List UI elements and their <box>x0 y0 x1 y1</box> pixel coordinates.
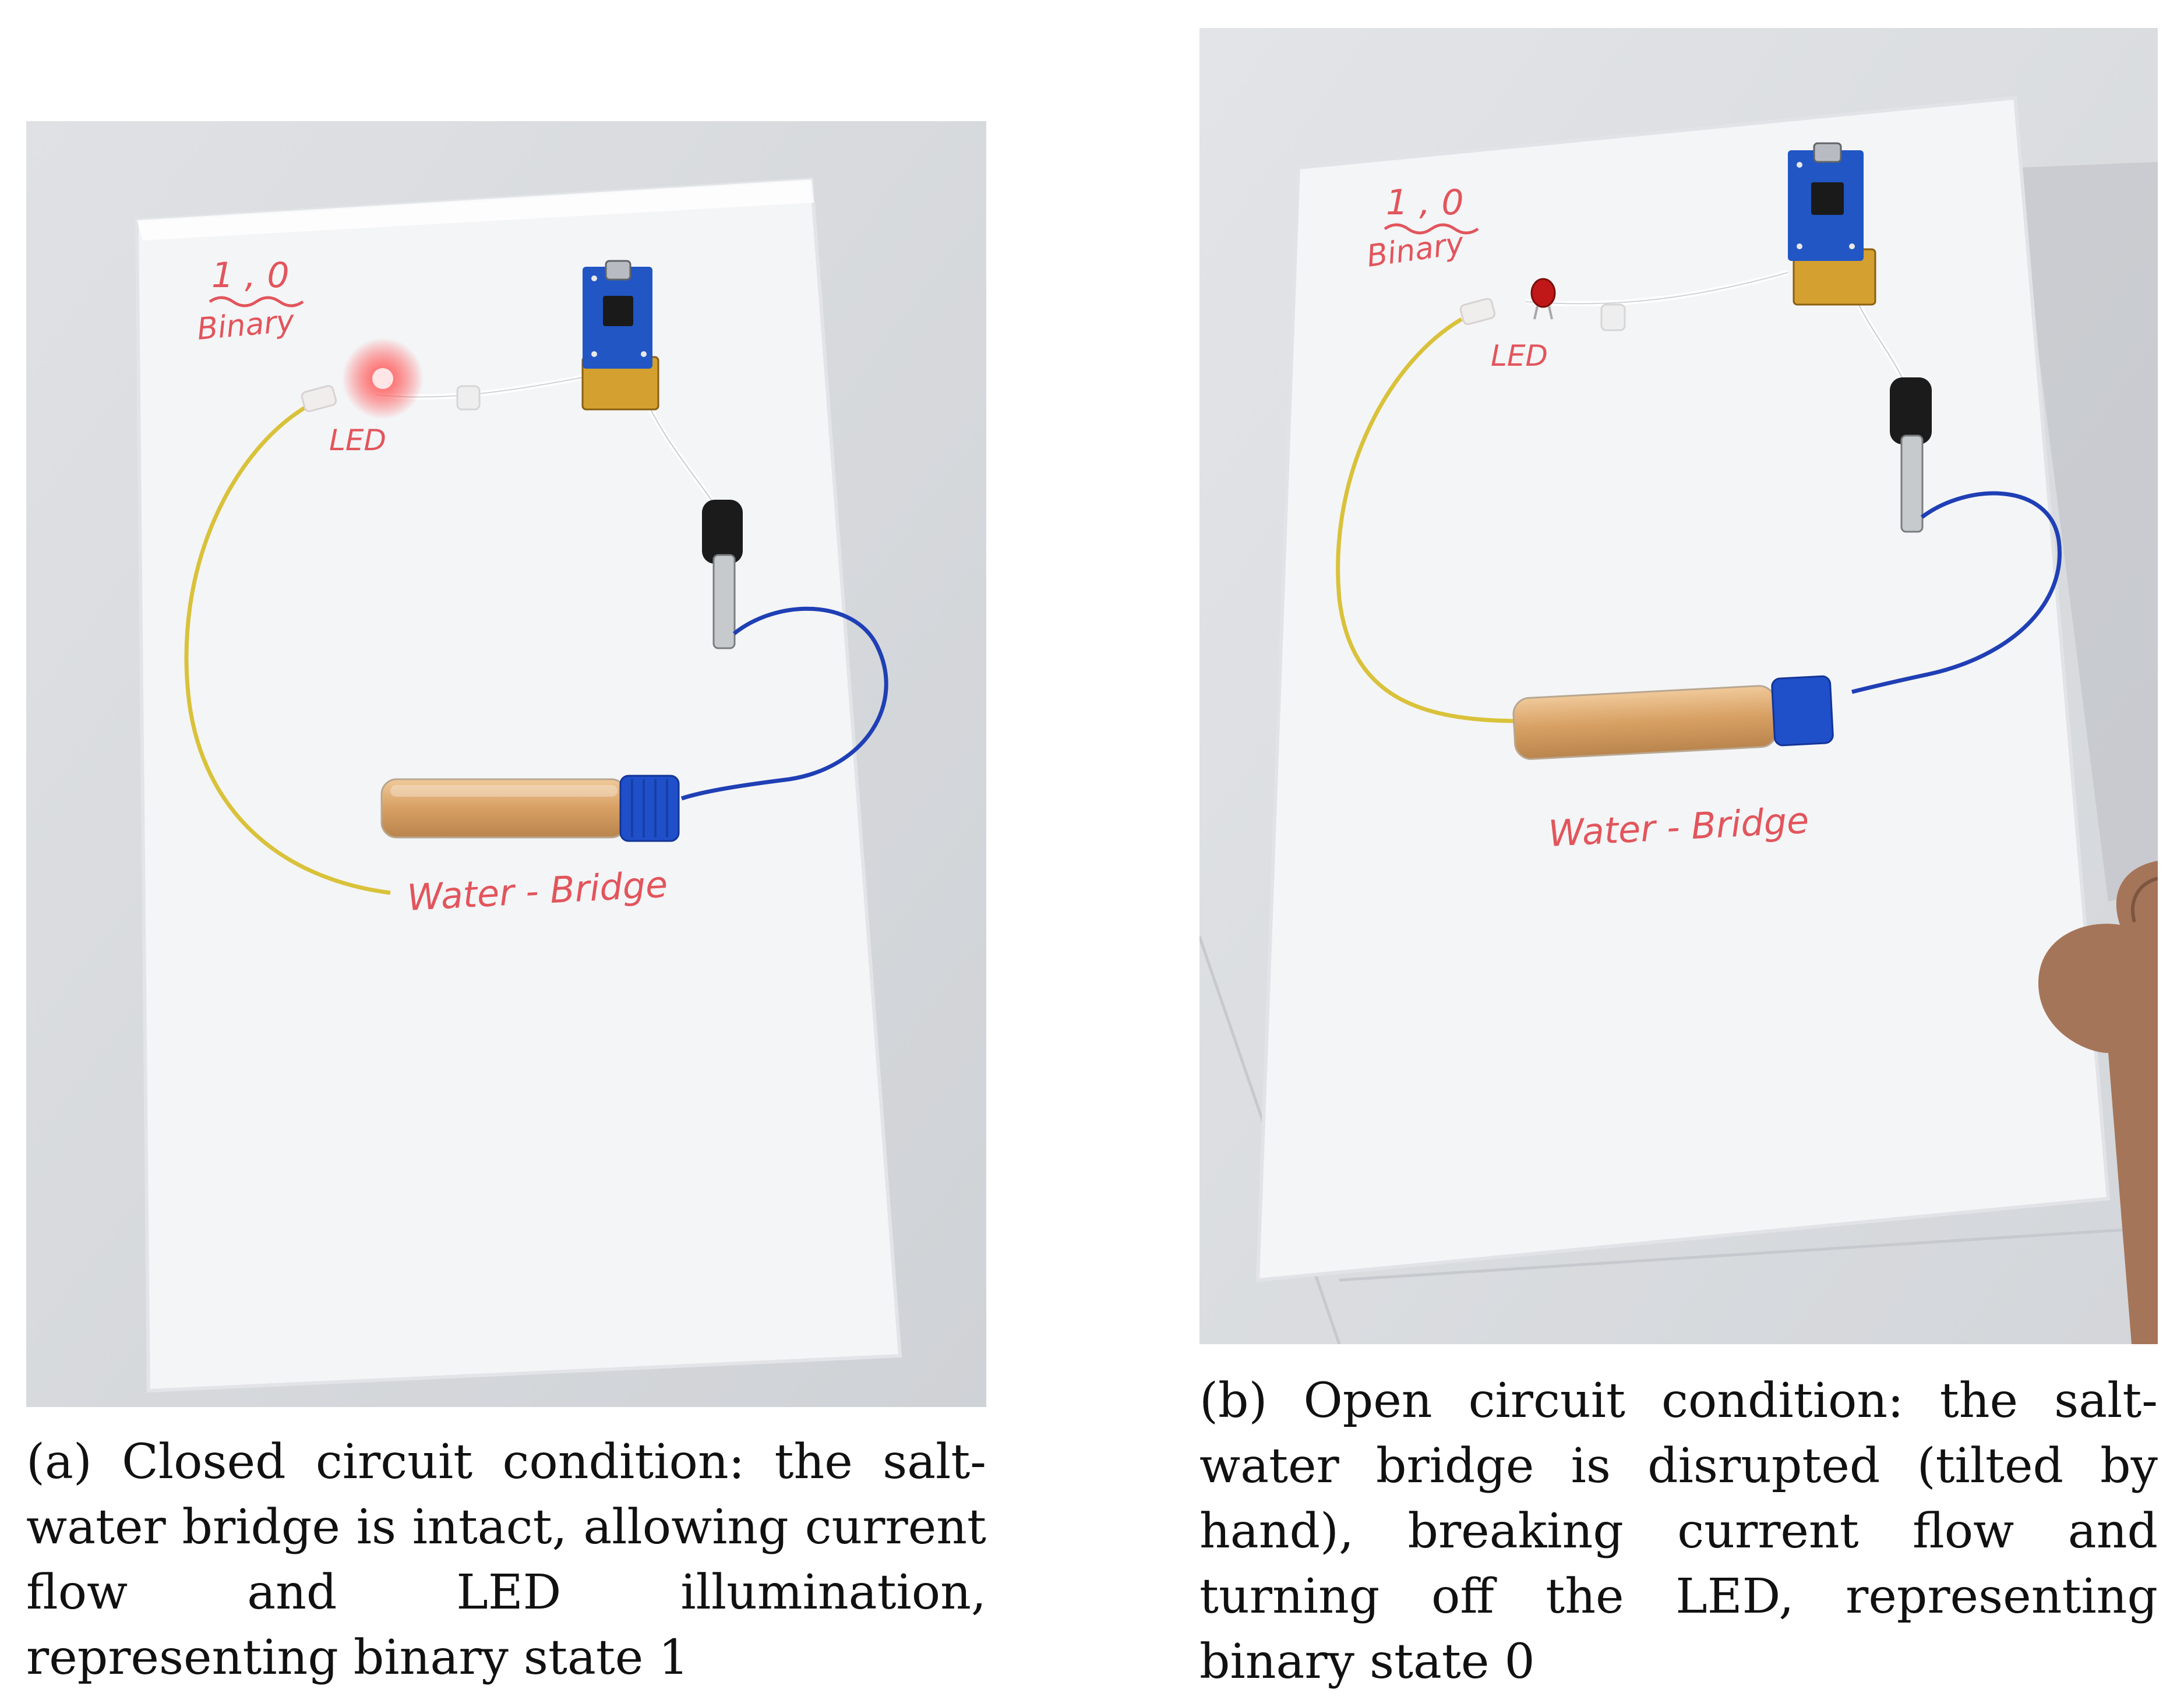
binary-digits-label: 1 , 0 <box>1386 182 1464 223</box>
salt-water-tube <box>1512 685 1778 760</box>
photo-open-circuit: 1 , 0 Binary LED Water - Bridge <box>1199 28 2158 1344</box>
yellow-wire <box>184 403 391 895</box>
tube-cap <box>619 775 680 842</box>
blue-wire <box>1851 491 2062 694</box>
led-light <box>1530 278 1556 308</box>
clip-handle <box>702 500 743 564</box>
clip-handle <box>1890 377 1932 444</box>
led-label: LED <box>329 423 386 457</box>
photo-closed-circuit: 1 , 0 Binary LED Water - Bridge <box>26 121 986 1407</box>
figure-panel-b: 1 , 0 Binary LED Water - Bridge (b) Open… <box>1107 0 2184 1700</box>
caption-a: (a) Closed circuit condition: the salt-w… <box>26 1434 986 1685</box>
figure-panel-a: 1 , 0 Binary LED Water - Bridge (a) Clos… <box>0 0 1019 1700</box>
tube-cap <box>1771 675 1834 747</box>
clip-jaw <box>1900 434 1924 533</box>
hand <box>2038 861 2158 1344</box>
binary-digits-label: 1 , 0 <box>211 255 290 296</box>
led-label: LED <box>1491 339 1548 373</box>
yellow-wire <box>1336 317 1520 723</box>
binary-word-label: Binary <box>196 304 297 347</box>
clip-jaw <box>712 554 736 649</box>
caption-b: (b) Open circuit condition: the salt-wat… <box>1199 1373 2158 1690</box>
led-light <box>372 368 393 389</box>
blue-wire <box>680 606 888 801</box>
